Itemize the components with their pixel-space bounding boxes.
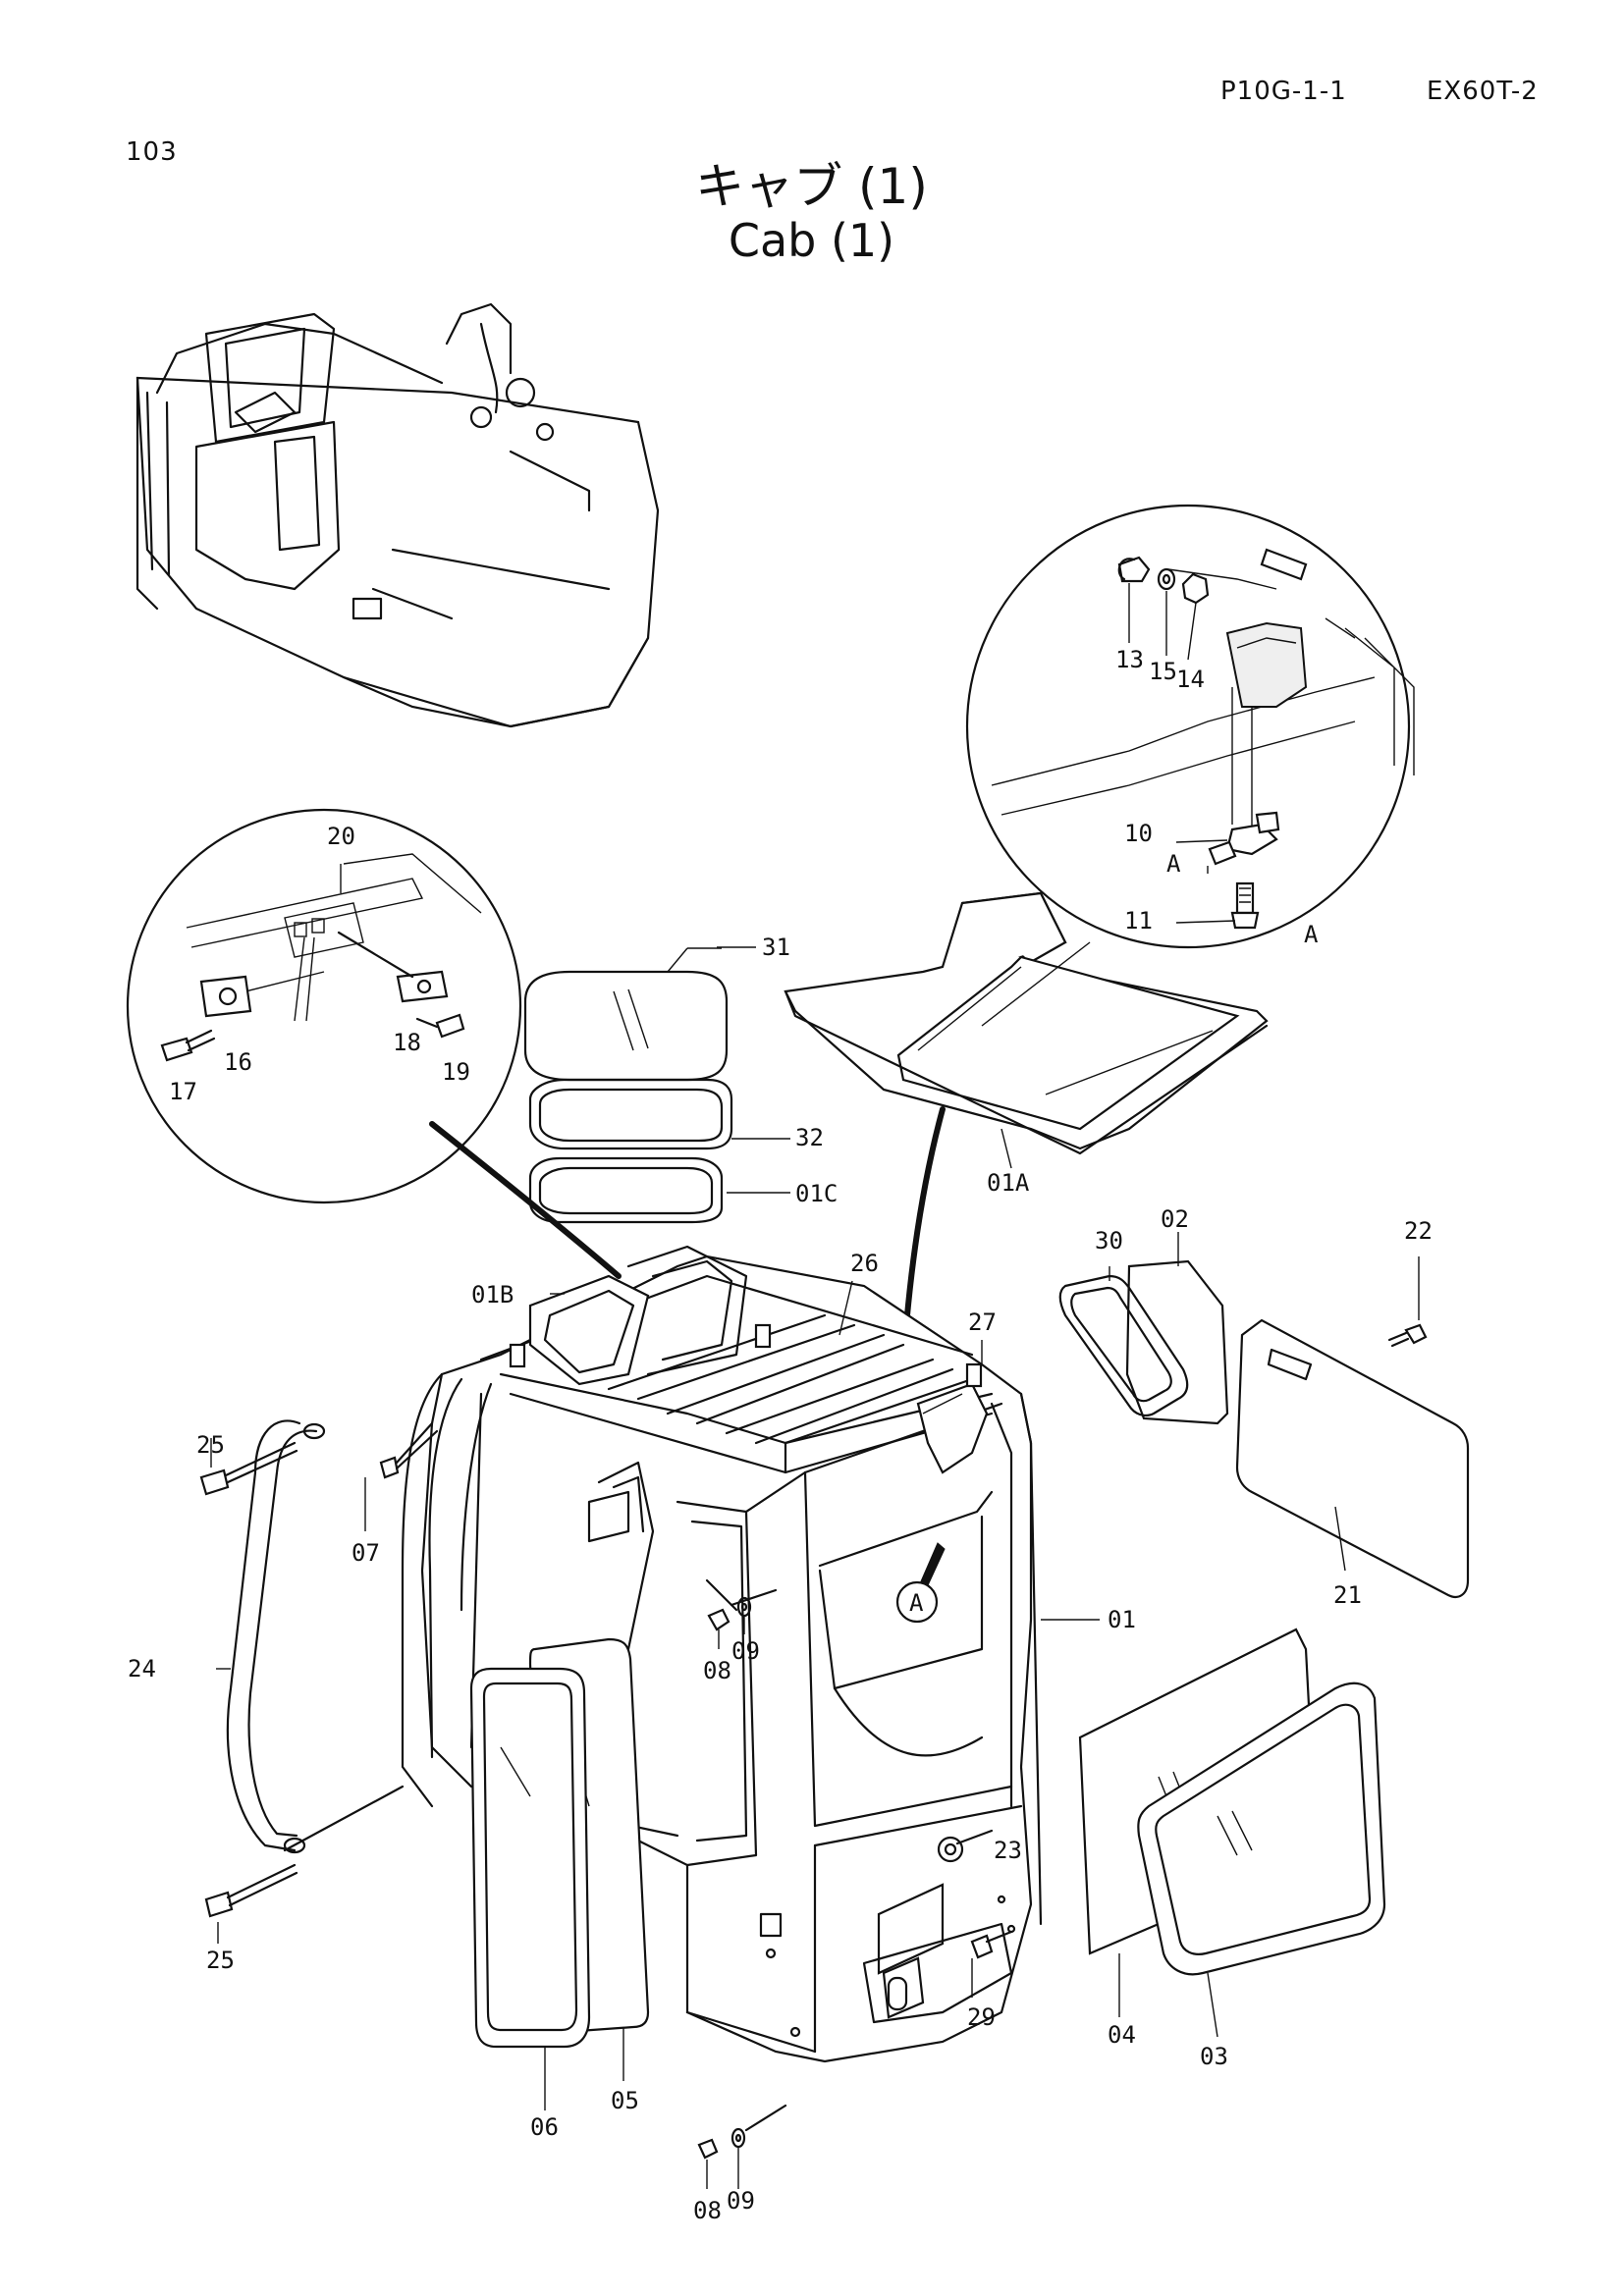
label-32: 32 <box>795 1124 824 1151</box>
cab-body <box>401 1245 1043 2063</box>
label-20: 20 <box>327 823 355 850</box>
roof-panel <box>784 891 1269 1155</box>
detail-a-marker <box>895 1580 939 1624</box>
label-24: 24 <box>128 1655 156 1682</box>
label-19: 19 <box>442 1058 470 1086</box>
detail-a-ref-label: A <box>909 1589 924 1617</box>
label-04: 04 <box>1108 2021 1136 2049</box>
leader-lines <box>210 946 1420 2189</box>
label-27: 27 <box>968 1308 997 1336</box>
hardware-small <box>697 1588 1016 2160</box>
label-23: 23 <box>994 1837 1022 1864</box>
label-06: 06 <box>530 2113 559 2141</box>
rear-windows <box>1078 1628 1386 1976</box>
label-29: 29 <box>967 2003 996 2031</box>
label-09b: 09 <box>727 2187 755 2215</box>
label-07: 07 <box>352 1539 380 1567</box>
label-16: 16 <box>224 1048 252 1076</box>
label-26: 26 <box>850 1250 879 1277</box>
label-18: 18 <box>393 1029 421 1056</box>
detail-a-arrow <box>920 1542 946 1586</box>
detail-a-arrow-label: A <box>1166 850 1181 878</box>
label-17: 17 <box>169 1078 197 1105</box>
title-japanese: キャブ (1) <box>695 158 928 215</box>
label-13: 13 <box>1115 646 1144 673</box>
title-english: Cab (1) <box>728 214 895 267</box>
detail-circle-right <box>965 504 1415 949</box>
label-10: 10 <box>1124 820 1153 847</box>
detail-leader-left <box>429 1121 622 1279</box>
overview-machine <box>135 302 660 728</box>
diagram-code: P10G-1-1 <box>1220 77 1347 106</box>
label-05: 05 <box>611 2087 639 2114</box>
label-03: 03 <box>1200 2043 1228 2070</box>
detail-a-view-label: A <box>1304 921 1319 948</box>
detail-circle-left <box>126 808 522 1204</box>
label-01: 01 <box>1108 1606 1136 1633</box>
label-08b: 08 <box>693 2197 722 2224</box>
label-31: 31 <box>762 934 790 961</box>
door-window-parts <box>1058 1259 1470 1598</box>
side-windows <box>469 1637 650 2049</box>
label-01A: 01A <box>987 1169 1030 1197</box>
label-15: 15 <box>1149 658 1177 685</box>
label-30: 30 <box>1095 1227 1123 1255</box>
label-25b: 25 <box>206 1947 235 1974</box>
label-02: 02 <box>1161 1205 1189 1233</box>
model-code: EX60T-2 <box>1427 77 1539 106</box>
callout-labels: 01 01A 01B 01C 02 03 04 05 06 07 08 08 0… <box>128 646 1433 2224</box>
page-number: 103 <box>126 137 178 167</box>
label-11: 11 <box>1124 907 1153 934</box>
label-01B: 01B <box>471 1281 514 1308</box>
label-09a: 09 <box>731 1637 760 1665</box>
label-22: 22 <box>1404 1217 1433 1245</box>
label-01C: 01C <box>795 1180 838 1207</box>
handrail <box>199 1419 439 1918</box>
label-14: 14 <box>1176 666 1205 693</box>
label-25a: 25 <box>196 1431 225 1459</box>
roof-window-parts <box>523 970 733 1224</box>
label-21: 21 <box>1333 1581 1362 1609</box>
label-08a: 08 <box>703 1657 731 1684</box>
